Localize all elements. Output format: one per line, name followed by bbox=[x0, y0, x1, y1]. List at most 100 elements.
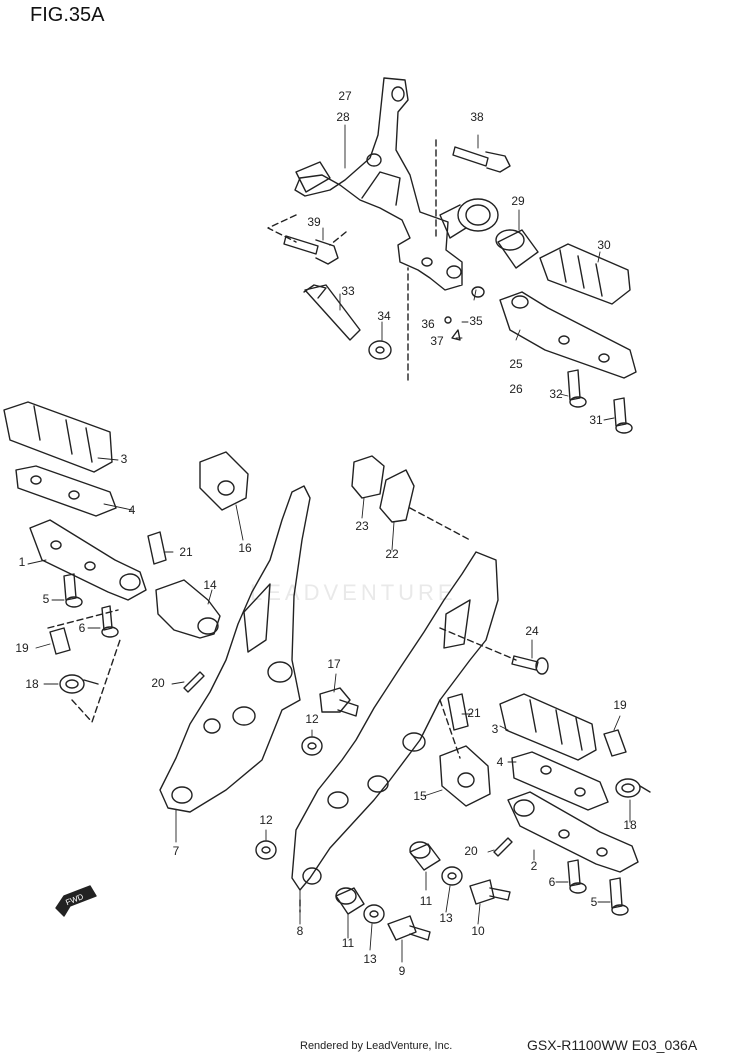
pin-20-left[interactable] bbox=[183, 671, 205, 693]
callout-4b: 4 bbox=[497, 755, 504, 769]
footpeg-1-left[interactable] bbox=[29, 519, 147, 601]
bolt-6-left[interactable] bbox=[101, 605, 119, 638]
callout-15: 15 bbox=[413, 789, 427, 803]
callout-33: 33 bbox=[341, 284, 355, 298]
callout-34: 34 bbox=[377, 309, 391, 323]
callout-20b: 20 bbox=[464, 844, 478, 858]
callout-16: 16 bbox=[238, 541, 252, 555]
callout-6a: 6 bbox=[79, 621, 86, 635]
footpeg-rubber-3-right[interactable] bbox=[499, 693, 597, 761]
callout-19a: 19 bbox=[15, 641, 29, 655]
footpeg-rubber-3-left[interactable] bbox=[3, 401, 113, 473]
callout-21a: 21 bbox=[179, 545, 193, 559]
bolt-32[interactable] bbox=[567, 369, 587, 408]
callout-12b: 12 bbox=[259, 813, 273, 827]
callout-17: 17 bbox=[327, 657, 341, 671]
callout-18a: 18 bbox=[25, 677, 39, 691]
callout-9: 9 bbox=[399, 964, 406, 978]
callout-7: 7 bbox=[173, 844, 180, 858]
pin-20-right[interactable] bbox=[493, 837, 513, 857]
callout-23: 23 bbox=[355, 519, 369, 533]
callout-19b: 19 bbox=[613, 698, 627, 712]
callout-11a: 11 bbox=[420, 894, 433, 908]
watermark: LEADVENTURE bbox=[250, 580, 457, 605]
plate-4-right[interactable] bbox=[511, 751, 609, 811]
spacer-19-left[interactable] bbox=[49, 627, 71, 655]
callout-22: 22 bbox=[385, 547, 399, 561]
callout-20a: 20 bbox=[151, 676, 165, 690]
holder-16[interactable] bbox=[199, 451, 249, 511]
dash-lines-upper bbox=[267, 139, 437, 381]
washer-13b[interactable] bbox=[363, 904, 385, 924]
washer-12a[interactable] bbox=[301, 736, 323, 756]
callout-6b: 6 bbox=[549, 875, 556, 889]
callout-28: 28 bbox=[336, 110, 350, 124]
bracket-7[interactable] bbox=[159, 485, 311, 813]
bolt-31[interactable] bbox=[613, 397, 633, 434]
cover-22[interactable] bbox=[379, 469, 415, 523]
callout-27: 27 bbox=[338, 89, 352, 103]
leader-lines bbox=[27, 124, 631, 963]
dash-lines-right bbox=[299, 507, 517, 913]
bolt-38[interactable] bbox=[452, 146, 511, 173]
callout-25: 25 bbox=[509, 357, 523, 371]
callout-4a: 4 bbox=[129, 503, 136, 517]
pin-21-left[interactable] bbox=[147, 531, 167, 565]
collar-boss bbox=[439, 198, 499, 239]
plate-4-left[interactable] bbox=[15, 465, 117, 517]
spring-18-left[interactable] bbox=[59, 674, 99, 694]
callout-3b: 3 bbox=[492, 722, 499, 736]
callout-5a: 5 bbox=[43, 592, 50, 606]
bolt-6-right[interactable] bbox=[567, 859, 587, 894]
bushing-11b[interactable] bbox=[335, 887, 365, 915]
callout-24: 24 bbox=[525, 624, 539, 638]
callout-37: 37 bbox=[430, 334, 444, 348]
callout-1: 1 bbox=[19, 555, 26, 569]
bolt-17[interactable] bbox=[319, 687, 359, 717]
washer-13a[interactable] bbox=[441, 866, 463, 886]
rear-bracket-27-28[interactable] bbox=[294, 77, 463, 291]
callout-21b: 21 bbox=[467, 706, 481, 720]
footer-rendered-by: Rendered by LeadVenture, Inc. bbox=[300, 1040, 453, 1052]
callout-30: 30 bbox=[597, 238, 611, 252]
callout-11b: 11 bbox=[342, 936, 355, 950]
footpeg-rubber-30[interactable] bbox=[539, 243, 631, 305]
callout-13b: 13 bbox=[363, 952, 377, 966]
footpeg-2-right[interactable] bbox=[507, 791, 639, 873]
bolt-5-left[interactable] bbox=[63, 573, 83, 608]
holder-15[interactable] bbox=[439, 745, 491, 807]
callout-35: 35 bbox=[469, 314, 483, 328]
callout-36: 36 bbox=[421, 317, 435, 331]
washer-34[interactable] bbox=[368, 340, 392, 360]
spacer-19-right[interactable] bbox=[603, 729, 627, 757]
bolt-39[interactable] bbox=[283, 235, 339, 265]
footpeg-25-26[interactable] bbox=[499, 291, 637, 379]
clip-36-37-35[interactable] bbox=[444, 286, 485, 341]
bolt-24[interactable] bbox=[511, 655, 549, 675]
callout-10: 10 bbox=[471, 924, 485, 938]
washer-12b[interactable] bbox=[255, 840, 277, 860]
bushing-11a[interactable] bbox=[409, 841, 441, 871]
callout-12a: 12 bbox=[305, 712, 319, 726]
footer-model-code: GSX-R1100WW E03_036A bbox=[527, 1037, 698, 1053]
fwd-arrow-icon: FWD bbox=[55, 885, 97, 917]
bolt-33[interactable] bbox=[303, 284, 361, 341]
spring-18-right[interactable] bbox=[615, 778, 651, 798]
callout-13a: 13 bbox=[439, 911, 453, 925]
callout-18b: 18 bbox=[623, 818, 637, 832]
callout-14: 14 bbox=[203, 578, 217, 592]
pin-21-right[interactable] bbox=[447, 693, 469, 731]
callout-31: 31 bbox=[589, 413, 603, 427]
dash-lines-left bbox=[47, 609, 121, 723]
bolt-10[interactable] bbox=[469, 879, 511, 905]
callout-2: 2 bbox=[531, 859, 538, 873]
bushing-29[interactable] bbox=[495, 229, 539, 269]
bolt-5-right[interactable] bbox=[609, 877, 629, 916]
holder-14[interactable] bbox=[155, 579, 221, 639]
callout-3a: 3 bbox=[121, 452, 128, 466]
bolt-9[interactable] bbox=[387, 915, 431, 941]
cover-23[interactable] bbox=[351, 455, 385, 499]
callout-29: 29 bbox=[511, 194, 525, 208]
callout-8: 8 bbox=[297, 924, 304, 938]
